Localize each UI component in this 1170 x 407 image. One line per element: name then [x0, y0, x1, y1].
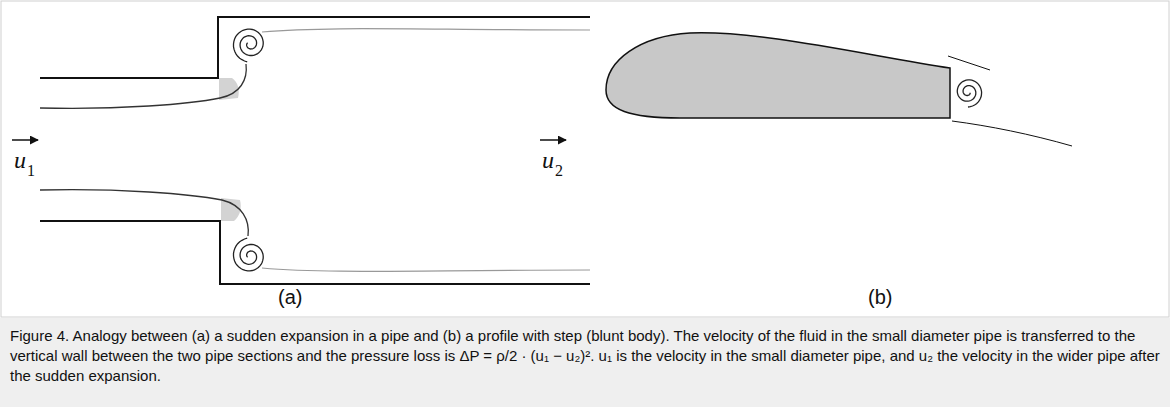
blunt-profile	[606, 33, 950, 118]
figure-caption: Figure 4. Analogy between (a) a sudden e…	[10, 326, 1160, 386]
streamline	[40, 64, 246, 108]
streamline	[262, 29, 590, 32]
shaded-region	[221, 198, 241, 221]
velocity-symbol: u	[14, 148, 26, 172]
figure-frame	[1, 1, 1169, 317]
streamline	[40, 190, 248, 236]
velocity-symbol: u	[542, 148, 554, 172]
streamline	[948, 56, 990, 70]
pipe-wall	[40, 17, 590, 78]
streamline	[262, 268, 590, 271]
panel-label: (b)	[868, 287, 892, 307]
streamline	[952, 121, 1072, 146]
panel-label: (a)	[278, 287, 302, 307]
velocity-arrow	[540, 139, 566, 141]
subscript: 1	[27, 163, 35, 179]
pipe-wall	[40, 221, 590, 284]
shaded-region	[219, 78, 239, 100]
vortex-spiral	[957, 80, 981, 107]
vortex-spiral	[234, 238, 264, 271]
velocity-arrow	[12, 139, 38, 141]
vortex-spiral	[234, 29, 264, 62]
subscript: 2	[555, 163, 563, 179]
